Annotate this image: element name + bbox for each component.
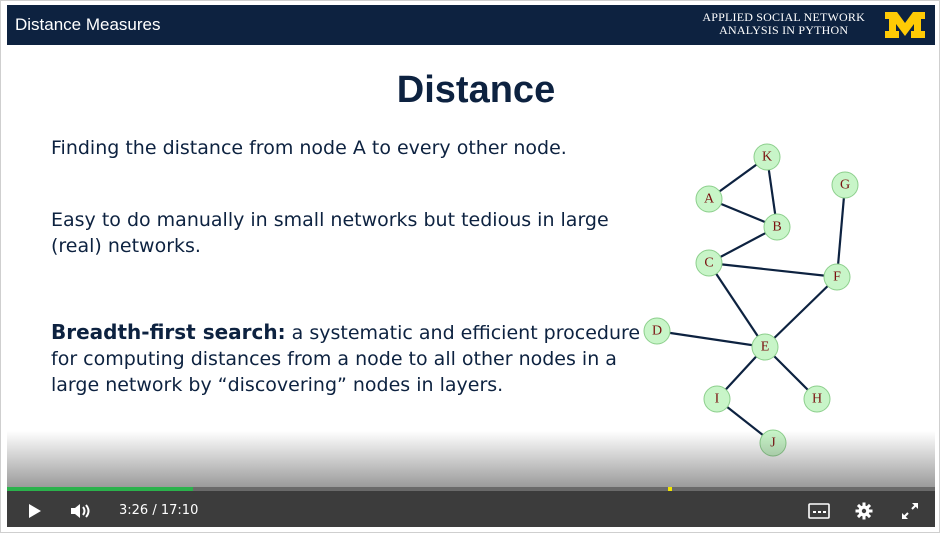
node-circle-C	[695, 249, 723, 277]
node-H: H	[803, 385, 831, 413]
node-circle-D	[643, 317, 671, 345]
node-F: F	[823, 263, 851, 291]
progress-marker	[667, 487, 672, 491]
settings-button[interactable]	[853, 501, 875, 521]
player-control-bar	[7, 487, 935, 527]
node-circle-F	[823, 263, 851, 291]
node-label-F: F	[833, 270, 841, 285]
node-label-A: A	[704, 192, 715, 207]
node-circle-G	[831, 171, 859, 199]
fullscreen-button[interactable]	[899, 501, 921, 521]
current-time: 3:26	[119, 503, 149, 518]
slide-content: Distance Finding the distance from node …	[7, 45, 935, 485]
edge-D-E	[656, 329, 766, 349]
slide-title: Distance	[396, 69, 556, 111]
node-label-E: E	[761, 340, 770, 355]
paragraph-manual-note: Easy to do manually in small networks bu…	[51, 209, 609, 257]
node-circle-B	[763, 213, 791, 241]
play-icon	[29, 504, 41, 518]
node-label-C: C	[704, 256, 713, 271]
node-label-H: H	[812, 392, 822, 407]
progress-bar-fill	[7, 487, 193, 491]
bfs-term: Breadth-first search:	[51, 320, 286, 344]
node-circle-I	[703, 385, 731, 413]
node-B: B	[763, 213, 791, 241]
node-circle-E	[751, 333, 779, 361]
node-A: A	[695, 185, 723, 213]
slide-header: Distance Measures APPLIED SOCIAL NETWORK…	[7, 5, 935, 45]
duration: 17:10	[160, 503, 199, 518]
edge-C-F	[708, 261, 838, 279]
edge-F-E	[764, 276, 838, 348]
time-separator: /	[152, 503, 157, 518]
paragraph-bfs: Breadth-first search: a systematic and e…	[51, 319, 651, 398]
course-name: APPLIED SOCIAL NETWORK ANALYSIS IN PYTHO…	[702, 11, 865, 37]
node-E: E	[751, 333, 779, 361]
paragraph-distance-definition: Finding the distance from node A to ever…	[51, 137, 567, 159]
node-label-B: B	[772, 220, 781, 235]
captions-button[interactable]	[807, 501, 831, 521]
university-logo-icon	[885, 12, 925, 38]
settings-gear-icon	[855, 502, 873, 520]
node-label-D: D	[652, 324, 662, 339]
progress-bar[interactable]	[7, 487, 935, 491]
node-I: I	[703, 385, 731, 413]
bfs-description: a systematic and efficient procedure for…	[51, 322, 641, 396]
node-K: K	[753, 143, 781, 171]
controls-gradient	[7, 431, 935, 491]
edge-C-E	[708, 262, 766, 348]
volume-button[interactable]	[69, 501, 93, 521]
play-button[interactable]	[25, 501, 45, 521]
node-label-G: G	[840, 178, 850, 193]
node-D: D	[643, 317, 671, 345]
lecture-title: Distance Measures	[15, 15, 161, 34]
node-label-K: K	[762, 150, 772, 165]
node-circle-H	[803, 385, 831, 413]
course-name-line1: APPLIED SOCIAL NETWORK	[702, 10, 865, 24]
node-G: G	[831, 171, 859, 199]
captions-icon	[808, 503, 830, 519]
node-circle-A	[695, 185, 723, 213]
network-graph: KGABCFDEIHJ	[643, 143, 859, 457]
fullscreen-icon	[902, 503, 918, 519]
node-label-I: I	[715, 392, 720, 407]
time-display: 3:26 / 17:10	[119, 503, 198, 518]
edge-G-F	[835, 184, 847, 278]
volume-icon	[71, 504, 90, 518]
node-C: C	[695, 249, 723, 277]
course-name-line2: ANALYSIS IN PYTHON	[719, 23, 849, 37]
node-circle-K	[753, 143, 781, 171]
